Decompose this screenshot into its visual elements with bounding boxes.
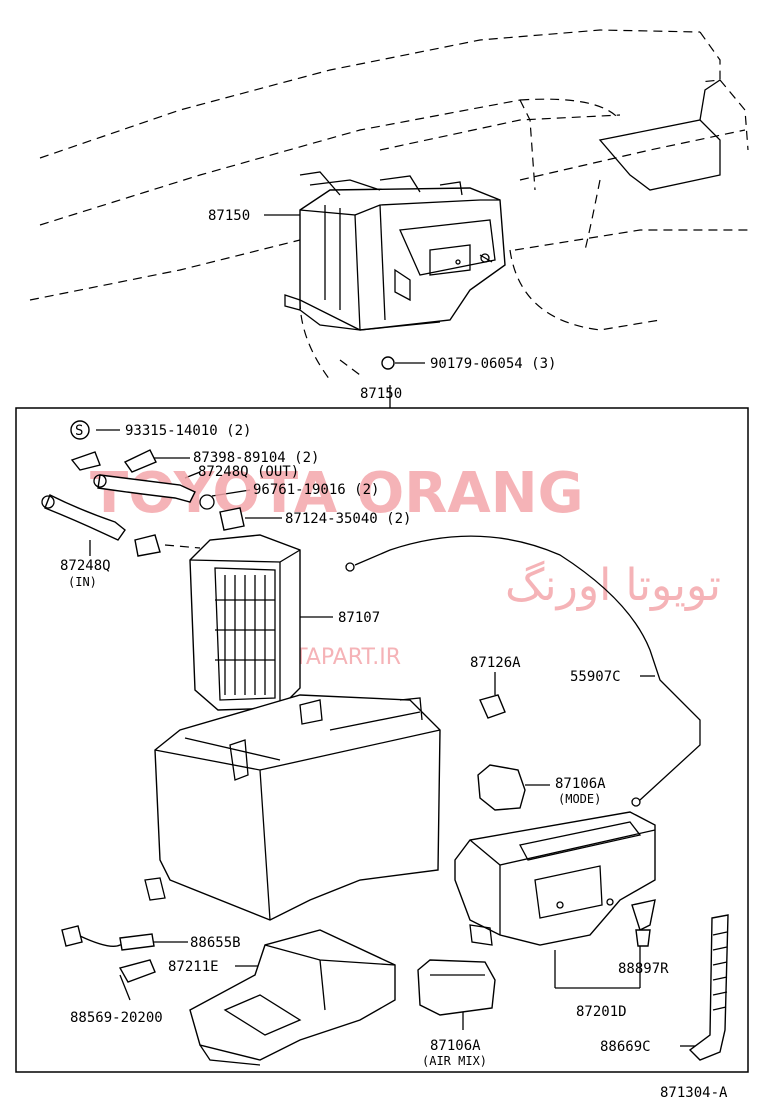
sensor-clip: [118, 959, 156, 983]
label-top-unit-below: 87150: [360, 386, 402, 402]
clamps-small: [134, 507, 245, 557]
label-servo-air: 87106A: [430, 1038, 481, 1054]
label-oring: 96761-19016 (2): [253, 482, 379, 498]
label-clamp: 87398-89104 (2): [193, 450, 319, 466]
aspirator-hose: [688, 914, 729, 1061]
label-hose-in-sub: (IN): [68, 575, 97, 589]
label-hose-in: 87248Q: [60, 558, 111, 574]
hose-out: [93, 474, 196, 503]
lower-tray: [189, 929, 396, 1066]
nut-part: [381, 356, 395, 370]
heater-core: [189, 534, 301, 711]
label-diagram-code: 871304-A: [660, 1085, 728, 1101]
leader-lines: [89, 214, 696, 1047]
label-upper-case: 87201D: [576, 1004, 627, 1020]
label-servo-mode: 87106A: [555, 776, 606, 792]
label-harness: 88655B: [190, 935, 241, 951]
clip-part: [479, 694, 506, 719]
label-lower-case: 87211E: [168, 959, 219, 975]
mode-servo: [477, 764, 526, 811]
o-ring: [199, 494, 215, 510]
label-screw-s: S: [75, 423, 83, 439]
detail-frame: [15, 407, 749, 1073]
label-nut: 90179-06054 (3): [430, 356, 556, 372]
valve-part: [631, 899, 656, 947]
hose-in: [41, 494, 126, 541]
label-heater-core: 87107: [338, 610, 380, 626]
label-aspirator: 88669C: [600, 1039, 651, 1055]
label-servo-mode-sub: (MODE): [558, 792, 601, 806]
label-clip: 87126A: [470, 655, 521, 671]
watermark-arabic: تويوتا اورنگ: [505, 560, 721, 611]
dashboard-outline: [29, 29, 749, 381]
heater-case-lower: [144, 694, 441, 921]
label-hose-out: 87248Q (OUT): [198, 464, 299, 480]
harness-part: [61, 925, 155, 951]
heater-case-upper: [454, 811, 656, 946]
install-path: [164, 544, 201, 549]
label-servo-air-sub: (AIR MIX): [422, 1054, 487, 1068]
label-sensor: 88569-20200: [70, 1010, 163, 1026]
label-screw: 93315-14010 (2): [125, 423, 251, 439]
heater-unit-assembly: [284, 171, 506, 331]
screw-s-symbol: [70, 420, 90, 440]
control-cable: [345, 535, 701, 807]
label-top-unit: 87150: [208, 208, 250, 224]
clamps: [70, 449, 157, 473]
label-clamp2: 87124-35040 (2): [285, 511, 411, 527]
air-mix-servo: [417, 959, 496, 1016]
label-cable: 55907C: [570, 669, 621, 685]
label-valve: 88897R: [618, 961, 669, 977]
